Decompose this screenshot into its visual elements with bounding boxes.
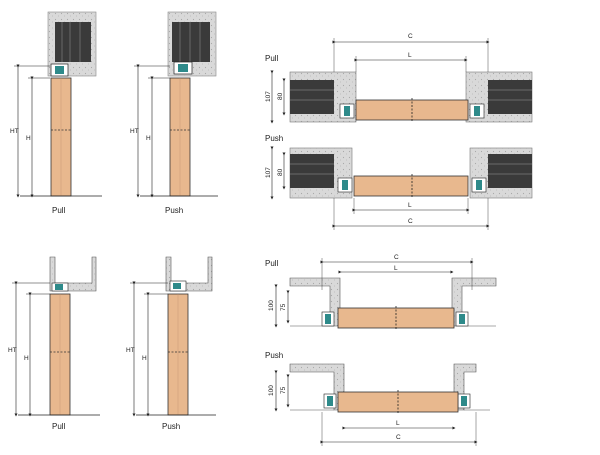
dim-ht: HT xyxy=(10,128,19,135)
dim-l: L xyxy=(396,420,400,427)
caption-push: Push xyxy=(162,422,180,431)
elevation-pull-bottom xyxy=(12,256,100,417)
dim-c: C xyxy=(408,33,413,40)
dim-h: H xyxy=(24,355,29,362)
caption-push: Push xyxy=(265,134,283,143)
dim-l: L xyxy=(394,265,398,272)
dim-80: 80 xyxy=(277,92,284,100)
dim-c: C xyxy=(408,218,413,225)
plan-push-bottom xyxy=(274,363,490,446)
dim-h: H xyxy=(26,135,31,142)
dim-75: 75 xyxy=(280,386,287,394)
dim-h: H xyxy=(142,355,147,362)
elevation-push-top xyxy=(134,11,218,198)
dim-ht: HT xyxy=(130,128,139,135)
caption-push: Push xyxy=(165,206,183,215)
elevation-pull-top xyxy=(14,11,102,198)
caption-pull: Pull xyxy=(52,206,66,215)
dim-100: 100 xyxy=(268,300,275,311)
plan-pull-bottom xyxy=(274,258,497,330)
caption-pull: Pull xyxy=(265,259,279,268)
dim-ht: HT xyxy=(8,347,17,354)
caption-pull: Pull xyxy=(52,422,66,431)
elevation-push-bottom xyxy=(130,256,216,417)
dim-h: H xyxy=(146,135,151,142)
plan-pull-top xyxy=(270,38,533,124)
dim-c: C xyxy=(394,254,399,261)
dim-80: 80 xyxy=(277,168,284,176)
dim-l: L xyxy=(408,202,412,209)
caption-pull: Pull xyxy=(265,54,279,63)
dim-107: 107 xyxy=(265,91,272,102)
dim-100: 100 xyxy=(268,385,275,396)
dim-l: L xyxy=(408,52,412,59)
dim-107: 107 xyxy=(265,167,272,178)
dim-ht: HT xyxy=(126,347,135,354)
dim-c: C xyxy=(396,434,401,441)
dim-75: 75 xyxy=(280,303,287,311)
plan-push-top xyxy=(270,146,533,230)
caption-push: Push xyxy=(265,351,283,360)
